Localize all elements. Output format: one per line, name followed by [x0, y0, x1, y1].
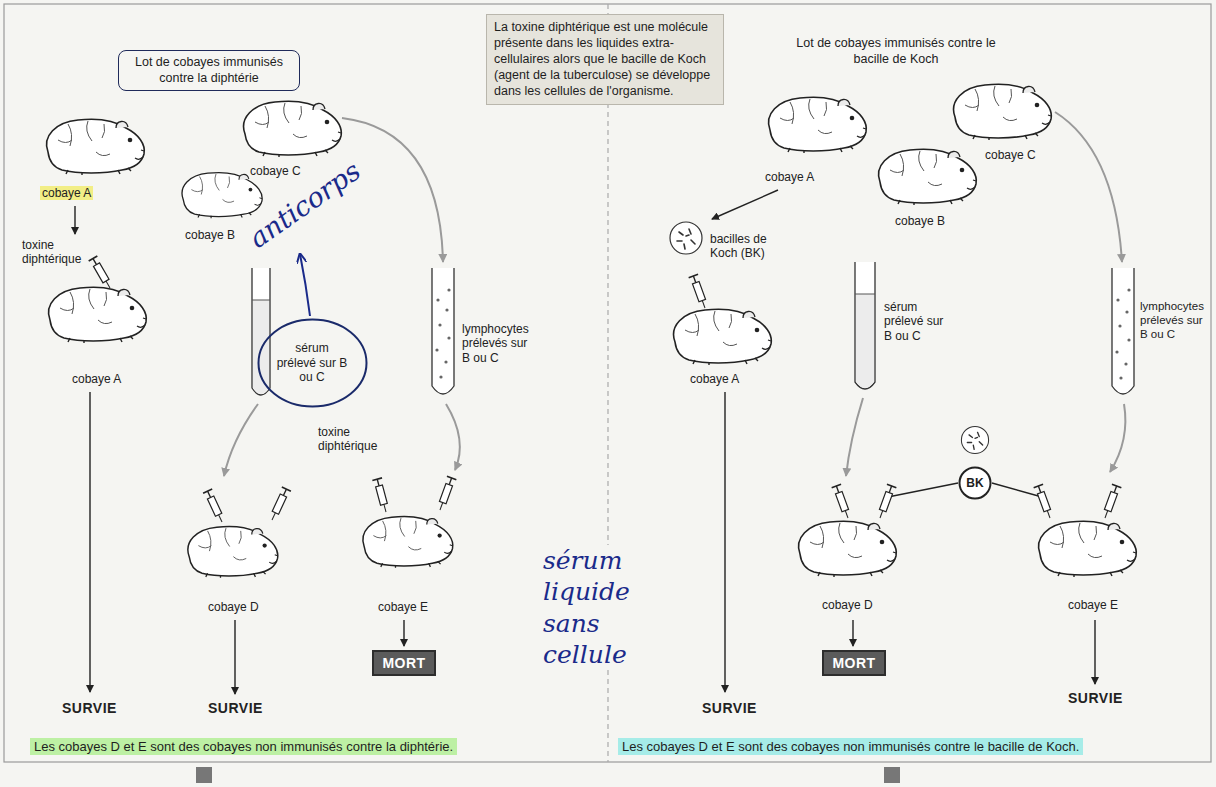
bacilli-icon — [670, 222, 702, 254]
outcome-box: MORT — [822, 650, 886, 676]
lymphocytes — [1115, 288, 1130, 379]
note-box: La toxine diphtérique est une molécule p… — [486, 14, 724, 105]
handwritten-box: Lot de cobayes immunisés contre la dipht… — [118, 50, 300, 91]
transfer-arrow — [446, 404, 460, 470]
syringe — [203, 489, 226, 524]
guinea-pig — [244, 101, 342, 157]
serum-fluid — [856, 294, 874, 388]
guinea-pig — [188, 527, 278, 578]
test-tube — [855, 262, 875, 389]
scan-mark — [884, 767, 900, 783]
syringe — [832, 484, 853, 519]
guinea-pig — [1039, 521, 1137, 577]
bk-circle: BK — [958, 466, 992, 500]
sample-label: sérum prélevé sur B ou C — [884, 300, 948, 343]
arrow — [89, 392, 90, 692]
animal-label: cobaye A — [690, 372, 739, 386]
animal-label: cobaye D — [822, 598, 873, 612]
bacilli-icon — [961, 426, 988, 453]
syringe — [372, 478, 390, 513]
circled-note: sérum prélevé sur B ou C — [257, 318, 368, 408]
ellipse-outline — [960, 468, 991, 499]
node-text: sérum prélevé sur B ou C — [276, 341, 348, 384]
animal-label: cobaye D — [208, 600, 259, 614]
scan-mark — [196, 767, 212, 783]
arrow — [724, 392, 725, 692]
animal-label: cobaye B — [895, 214, 945, 228]
syringe — [689, 274, 710, 309]
substance-label: toxine diphtérique — [318, 425, 392, 454]
caption-band: Les cobayes D et E sont des cobayes non … — [618, 738, 1083, 755]
node-text: La toxine diphtérique est une molécule p… — [494, 20, 716, 99]
syringe — [1034, 484, 1055, 519]
arrow — [403, 620, 404, 646]
handwritten-arrow — [300, 254, 310, 316]
outcome-label: SURVIE — [702, 700, 757, 717]
syringe — [267, 487, 290, 522]
substance-label: bacilles de Koch (BK) — [710, 232, 772, 261]
animal-label: cobaye C — [250, 164, 301, 178]
transfer-arrow — [1110, 404, 1125, 472]
group-label: Lot de cobayes immunisés contre le bacil… — [790, 36, 1002, 67]
arrow — [712, 190, 778, 219]
arrow — [74, 206, 75, 234]
guinea-pig — [49, 287, 147, 343]
animal-label: cobaye B — [185, 228, 235, 242]
guinea-pig — [363, 517, 453, 568]
transfer-arrow — [342, 118, 443, 262]
guinea-pig — [182, 173, 262, 219]
lymphocytes — [435, 288, 450, 378]
transfer-arrow — [1055, 112, 1122, 262]
transfer-arrow — [224, 404, 258, 476]
node-text: MORT — [382, 655, 425, 671]
outcome-label: SURVIE — [1068, 690, 1123, 707]
outcome-box: MORT — [372, 650, 436, 676]
node-text: Les cobayes D et E sont des cobayes non … — [34, 739, 453, 754]
guinea-pig — [879, 149, 977, 205]
sample-label: lymphocytes prélevés sur B ou C — [462, 322, 538, 365]
animal-label: cobaye A — [72, 372, 121, 386]
outcome-label: SURVIE — [62, 700, 117, 717]
syringe — [1100, 484, 1121, 519]
syringe — [875, 484, 896, 519]
frame — [4, 4, 1211, 762]
arrow — [852, 620, 853, 646]
syringe — [89, 256, 115, 290]
substance-label: toxine diphtérique — [22, 238, 94, 267]
test-tube — [1112, 268, 1134, 394]
guinea-pig — [47, 119, 145, 175]
node-text: Lot de cobayes immunisés contre la dipht… — [127, 55, 291, 86]
injection-line — [992, 483, 1042, 497]
arrow — [234, 620, 235, 694]
caption-band: Les cobayes D et E sont des cobayes non … — [30, 738, 457, 755]
node-text: MORT — [832, 655, 875, 671]
animal-label: cobaye A — [765, 170, 814, 184]
handwritten-note: sérum liquide sans cellule — [540, 545, 650, 670]
guinea-pig — [769, 97, 867, 153]
outcome-label: SURVIE — [208, 700, 263, 717]
fluid-level — [252, 300, 270, 301]
node-text: Les cobayes D et E sont des cobayes non … — [622, 739, 1079, 754]
sample-label: lymphocytes prélevés sur B ou C — [1140, 300, 1208, 341]
arrow — [1094, 620, 1095, 684]
transfer-arrow — [846, 398, 863, 476]
injection-line — [888, 483, 958, 497]
animal-label: cobaye E — [378, 600, 428, 614]
test-tube — [432, 268, 454, 394]
guinea-pig — [954, 84, 1052, 140]
guinea-pig — [674, 309, 772, 365]
syringe — [435, 476, 456, 511]
animal-label: cobaye E — [1068, 598, 1118, 612]
animal-label: cobaye C — [985, 148, 1036, 162]
animal-label: cobaye A — [40, 186, 93, 200]
ellipse-outline — [258, 320, 366, 407]
fluid-level — [855, 294, 875, 295]
node-text: BK — [966, 476, 983, 490]
guinea-pig — [799, 521, 897, 577]
